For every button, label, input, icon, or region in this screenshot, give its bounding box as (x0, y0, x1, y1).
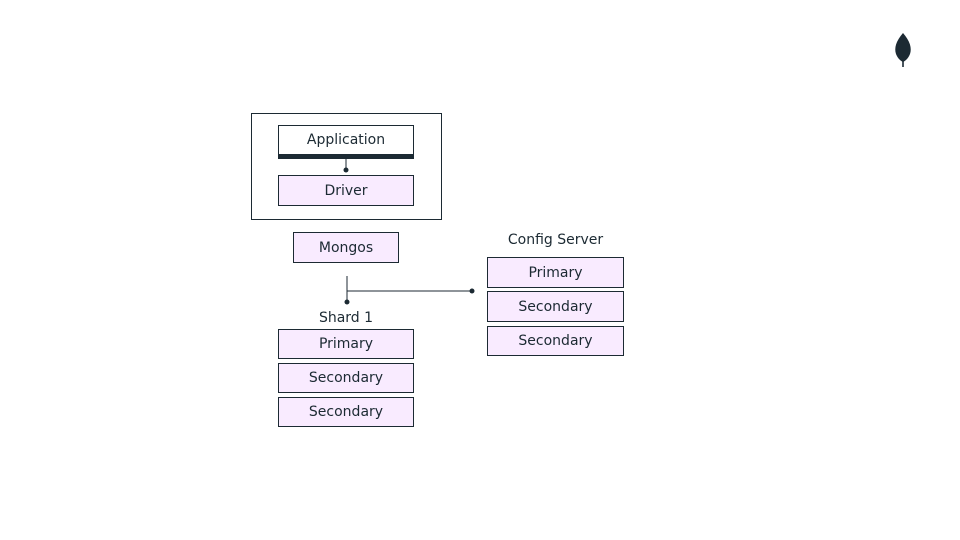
mongos-node: Mongos (293, 232, 399, 263)
application-label: Application (306, 132, 386, 148)
shard-member-secondary-1: Secondary (278, 363, 414, 393)
config-member-label: Secondary (518, 298, 593, 315)
driver-node: Driver (278, 175, 414, 206)
config-member-label: Secondary (518, 333, 593, 349)
client-group-frame (251, 113, 442, 220)
driver-label: Driver (324, 182, 368, 199)
shard-member-secondary-2: Secondary (278, 397, 414, 427)
config-member-label: Primary (528, 264, 583, 281)
shard-title: Shard 1 (318, 310, 374, 326)
mongos-label: Mongos (318, 239, 374, 256)
config-member-secondary-2: Secondary (487, 326, 624, 356)
shard-member-label: Secondary (308, 404, 384, 420)
leaf-icon (895, 33, 911, 67)
shard-member-label: Primary (318, 336, 374, 352)
config-member-secondary-1: Secondary (487, 291, 624, 322)
config-server-title: Config Server (507, 232, 604, 248)
config-member-primary: Primary (487, 257, 624, 288)
mongos-shard-connector-dot (344, 299, 350, 305)
application-node: Application (278, 125, 414, 159)
app-driver-connector-dot (343, 167, 349, 173)
shard-member-label: Secondary (308, 370, 384, 386)
shard-member-primary: Primary (278, 329, 414, 359)
mongos-config-connector-dot (469, 288, 475, 294)
